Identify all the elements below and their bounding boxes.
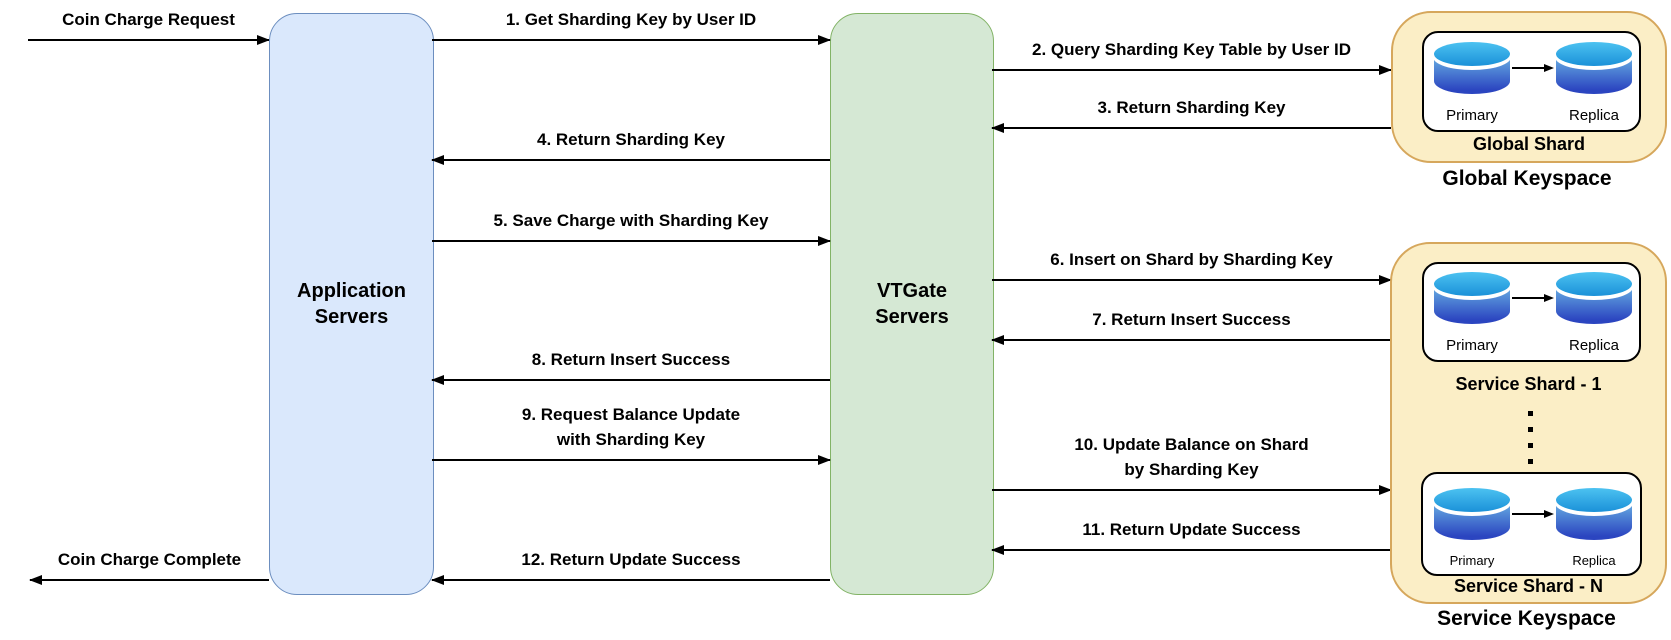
message-label: 4. Return Sharding Key (537, 130, 725, 149)
shard-name: Global Shard (1472, 134, 1586, 154)
replica-label: Replica (1572, 553, 1616, 568)
message-label-line2: by Sharding Key (1124, 460, 1259, 479)
replication-arrow-line (1512, 67, 1546, 69)
message-label: 5. Save Charge with Sharding Key (493, 211, 769, 230)
replica-label: Replica (1568, 337, 1620, 354)
arrow-line (992, 489, 1391, 491)
message-label-line1: 9. Request Balance Update (521, 405, 741, 424)
arrow-line (432, 39, 830, 41)
shard-name: Service Shard - N (1453, 576, 1604, 596)
service-shard-n-box: Primary Replica (1421, 472, 1642, 576)
arrowhead-left-icon (991, 545, 1004, 555)
arrow-line (992, 127, 1391, 129)
arrowhead-left-icon (991, 335, 1004, 345)
arrow-line (992, 339, 1391, 341)
arrowhead-left-icon (29, 575, 42, 585)
primary-database-icon (1433, 488, 1511, 540)
arrow-line (432, 159, 830, 161)
message-label: 7. Return Insert Success (1092, 310, 1291, 329)
dot (1528, 427, 1533, 432)
vtgate-servers-node: VTGate Servers (830, 13, 994, 595)
global-shard-box: Primary Replica (1422, 31, 1641, 132)
coin-charge-request-label: Coin Charge Request (62, 10, 235, 29)
application-servers-node: Application Servers (269, 13, 434, 595)
shard-name: Service Shard - 1 (1455, 374, 1602, 394)
arrowhead-right-icon (1544, 64, 1554, 72)
primary-database-icon (1433, 42, 1511, 94)
arrowhead-right-icon (1379, 65, 1392, 75)
replica-database-icon (1555, 272, 1633, 324)
arrowhead-left-icon (431, 155, 444, 165)
arrow-line (30, 579, 269, 581)
message-label-line2: with Sharding Key (556, 430, 706, 449)
node-label: Application Servers (297, 280, 406, 328)
message-label: 6. Insert on Shard by Sharding Key (1050, 250, 1333, 269)
global-keyspace-box: Primary Replica Global Shard (1391, 11, 1667, 163)
service-keyspace-box: Primary Replica Service Shard - 1 Prim (1390, 242, 1667, 604)
arrow-line (992, 549, 1391, 551)
arrow-line (432, 240, 830, 242)
arrowhead-right-icon (818, 236, 831, 246)
node-label: VTGate Servers (875, 280, 949, 328)
coin-charge-complete-label: Coin Charge Complete (57, 550, 242, 569)
dot (1528, 411, 1533, 416)
arrow-line (28, 39, 269, 41)
message-label-line1: 10. Update Balance on Shard (1074, 435, 1309, 454)
dot (1528, 443, 1533, 448)
arrow-line (992, 69, 1391, 71)
arrowhead-right-icon (1379, 485, 1392, 495)
arrow-line (432, 459, 830, 461)
primary-label: Primary (1446, 107, 1498, 124)
arrowhead-left-icon (431, 575, 444, 585)
service-keyspace-title: Service Keyspace (1437, 607, 1616, 630)
message-label: 8. Return Insert Success (531, 350, 731, 369)
arrowhead-right-icon (818, 455, 831, 465)
message-label: 9. Request Balance Update with Sharding … (432, 402, 830, 452)
replica-database-icon (1555, 42, 1633, 94)
arrowhead-right-icon (1544, 294, 1554, 302)
message-label: 11. Return Update Success (1082, 520, 1301, 539)
replication-arrow-line (1512, 297, 1546, 299)
primary-label: Primary (1449, 553, 1495, 568)
arrow-line (432, 579, 830, 581)
message-label: 2. Query Sharding Key Table by User ID (1031, 40, 1351, 59)
primary-database-icon (1433, 272, 1511, 324)
primary-label: Primary (1446, 337, 1498, 354)
service-shard-1-box: Primary Replica (1422, 262, 1641, 362)
arrowhead-left-icon (991, 123, 1004, 133)
replica-database-icon (1555, 488, 1633, 540)
message-label: 10. Update Balance on Shard by Sharding … (992, 432, 1391, 482)
global-keyspace-title: Global Keyspace (1442, 167, 1612, 190)
message-label: 1. Get Sharding Key by User ID (505, 10, 757, 29)
message-label: 12. Return Update Success (521, 550, 741, 569)
dot (1528, 459, 1533, 464)
arrowhead-right-icon (257, 35, 270, 45)
replication-arrow-line (1512, 513, 1546, 515)
arrowhead-right-icon (1379, 275, 1392, 285)
arrowhead-right-icon (1544, 510, 1554, 518)
arrowhead-left-icon (431, 375, 444, 385)
arrow-line (432, 379, 830, 381)
arrow-line (992, 279, 1391, 281)
arrowhead-right-icon (818, 35, 831, 45)
message-label: 3. Return Sharding Key (1097, 98, 1286, 117)
replica-label: Replica (1568, 107, 1620, 124)
